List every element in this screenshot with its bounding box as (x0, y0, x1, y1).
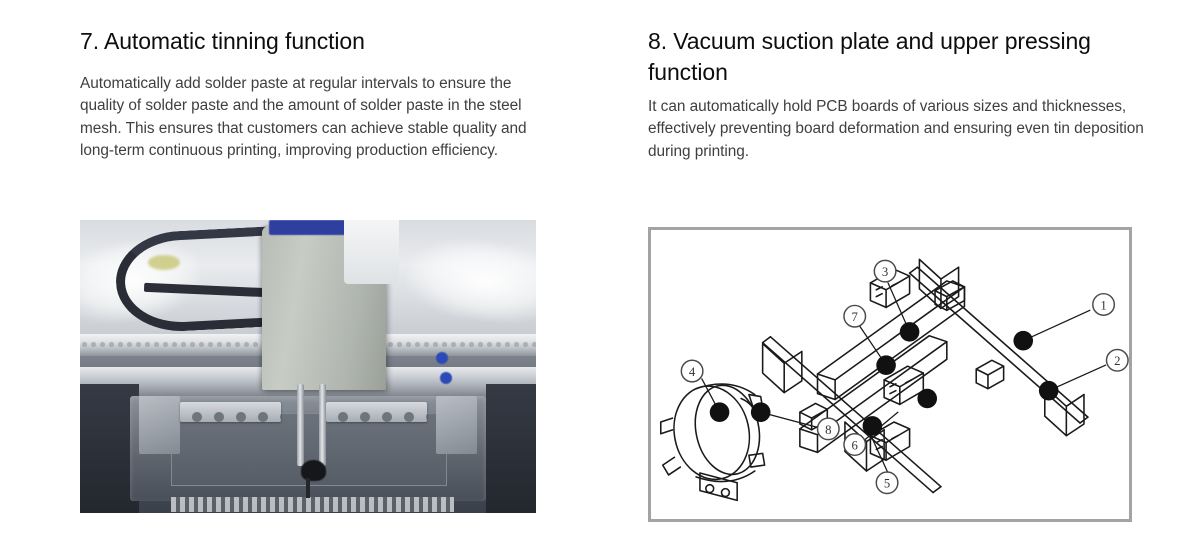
callout-8-label: 8 (825, 423, 831, 437)
squeegee-shaft-left (296, 384, 304, 467)
clamp-bolt-holes-right (326, 401, 427, 423)
rear-riser-plate (918, 258, 960, 310)
stencil-clamp-right (326, 401, 427, 423)
callout-1: 1 (1092, 292, 1116, 316)
stencil-clamp-left (180, 401, 281, 423)
drag-chain-highlight (148, 255, 181, 270)
paste-cartridge (344, 220, 400, 285)
callout-2-label: 2 (1114, 354, 1120, 368)
callout-4: 4 (680, 359, 704, 383)
callout-5-label: 5 (884, 477, 890, 491)
section-7-heading: 7. Automatic tinning function (80, 28, 365, 54)
blue-fitting-lower (440, 372, 453, 385)
tinning-function-photo (80, 220, 536, 513)
callout-4-label: 4 (689, 365, 696, 379)
callout-group: 1 2 3 4 5 (680, 259, 1129, 495)
photo-content (80, 220, 536, 513)
machine-shadow-left (80, 384, 140, 513)
callout-6: 6 (843, 433, 867, 457)
end-plate-right (1044, 385, 1085, 437)
callout-5: 5 (875, 471, 899, 495)
vacuum-pump-assembly (659, 383, 766, 502)
solder-paste-nozzle (301, 460, 327, 481)
attachment-nodes (709, 322, 1059, 436)
blue-fitting-upper (435, 351, 448, 364)
section-7-body: Automatically add solder paste at regula… (80, 75, 527, 160)
diagonal-cross-rail (761, 335, 942, 494)
section-8-heading: 8. Vacuum suction plate and upper pressi… (648, 28, 1091, 85)
mounting-block-f (975, 359, 1005, 390)
mounting-block-b (934, 280, 966, 312)
squeegee-shaft-right (319, 384, 327, 467)
callout-1-label: 1 (1100, 298, 1106, 312)
callout-6-label: 6 (852, 438, 858, 452)
callout-2: 2 (1105, 348, 1129, 372)
table-corner-bracket-left (139, 395, 181, 455)
machine-shadow-right (485, 384, 536, 513)
table-corner-bracket-right (435, 395, 477, 455)
section-8-body: It can automatically hold PCB boards of … (648, 98, 1144, 160)
clamp-bolt-holes-left (180, 401, 281, 423)
nozzle-tip (306, 477, 310, 499)
callout-3: 3 (873, 259, 897, 283)
callout-7-label: 7 (852, 310, 858, 324)
end-plate-left (761, 342, 803, 394)
callout-8: 8 (816, 417, 840, 441)
conveyor-teeth (171, 496, 454, 512)
callout-7: 7 (843, 304, 867, 328)
vacuum-plate-diagram-frame: 1 2 3 4 5 (648, 227, 1132, 522)
vacuum-plate-diagram: 1 2 3 4 5 (659, 258, 1129, 502)
callout-3-label: 3 (882, 265, 888, 279)
